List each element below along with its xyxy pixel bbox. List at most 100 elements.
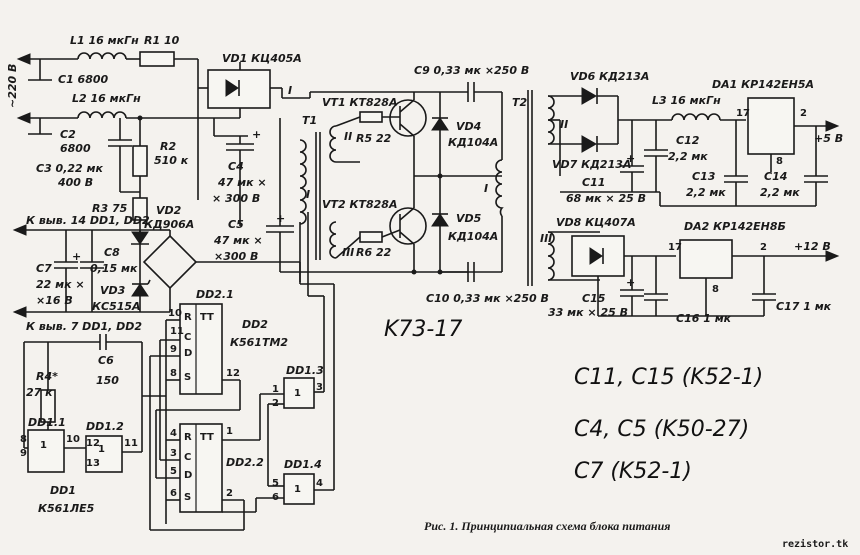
VT2-label: VT2 КТ828А [322, 198, 397, 211]
diode-VD6 [581, 87, 598, 105]
supply-14-arrow [12, 224, 27, 236]
C11-plus: + [626, 152, 635, 165]
DD1-3-pin3: 3 [316, 382, 323, 393]
C1-label: C1 6800 [58, 73, 109, 86]
DD2-1-pin9: 9 [170, 344, 177, 355]
C7-value: 22 мк × [36, 278, 85, 291]
DD2-label: DD2 [242, 318, 268, 331]
C13-label: C13 [692, 170, 716, 183]
VD8-label: VD8 КЦ407А [556, 216, 636, 229]
C10-label: C10 0,33 мк ×250 В [426, 292, 549, 305]
C4-plus: + [252, 128, 261, 141]
C8-value: 0,15 мк [90, 262, 138, 275]
VD1-label: VD1 КЦ405А [222, 52, 302, 65]
DD2-2-pin1: 1 [226, 426, 233, 437]
inductor-L1 [77, 52, 127, 60]
DD1-3-symbol: 1 [294, 388, 301, 399]
watermark: rezistor.tk [782, 538, 848, 550]
DD1-1-label: DD1.1 [28, 416, 66, 429]
C4-voltage: × 300 В [212, 192, 260, 205]
output-12v-label: +12 В [794, 240, 831, 253]
regulator-DA1 [747, 97, 795, 155]
DD2-2-S: S [184, 492, 191, 503]
output-5v-label: +5 В [814, 132, 843, 145]
DD2-1-label: DD2.1 [196, 288, 234, 301]
DD2-1-S: S [184, 372, 191, 383]
C4-value: 47 мк × [217, 176, 267, 189]
gate-DD1-3 [283, 377, 315, 409]
C16-label: C16 1 мк [676, 312, 732, 325]
transformer-T2-primary [495, 159, 504, 217]
VD7-label: VD7 КД213А [552, 158, 631, 171]
gate-DD1-1 [27, 429, 65, 473]
DD2-2-D: D [184, 470, 192, 481]
transformer-T1-winding-III [329, 221, 337, 259]
L3-label: L3 16 мкГн [652, 94, 721, 107]
R1-label: R1 10 [144, 34, 180, 47]
DA2-pin8: 8 [712, 284, 719, 295]
output-5v-arrow [825, 120, 840, 132]
control-section: К выв. 14 DD1, DD2 + C7 22 мк × ×16 В C8… [12, 212, 335, 531]
C7-label: C7 [36, 262, 52, 275]
C14-label: C14 [764, 170, 787, 183]
DD1-1-symbol: 1 [40, 440, 47, 451]
note-c4-c5: C4, C5 (K50-27) [574, 417, 749, 442]
DA2-label: DA2 КР142ЕН8Б [684, 220, 786, 233]
DD1-4-pin5: 5 [272, 478, 279, 489]
DD1-4-pin4: 4 [316, 478, 323, 489]
C3-voltage: 400 В [57, 176, 93, 189]
input-voltage-label: ~220 В [6, 64, 19, 108]
R2-value: 510 к [154, 154, 189, 167]
output-5v-section: II VD6 КД213А VD7 КД213А L3 16 мкГн + C1… [547, 70, 843, 207]
T1-II-label: II [344, 130, 352, 143]
DD2-2-label: DD2.2 [226, 456, 264, 469]
DD2-2-pin3: 3 [170, 448, 177, 459]
VD3-value: КС515А [92, 300, 141, 313]
DD1-3-pin1: 1 [272, 384, 279, 395]
VD6-label: VD6 КД213А [570, 70, 649, 83]
gate-DD1-4 [283, 473, 315, 505]
DD2-1-C: C [184, 332, 191, 343]
C7-plus: + [72, 250, 81, 263]
DD1-1-pin9: 9 [20, 448, 27, 459]
C5-label: C5 [228, 218, 244, 231]
C5-plus: + [276, 212, 285, 225]
resistor-R5 [359, 111, 383, 123]
C13-value: 2,2 мк [686, 186, 726, 199]
T1-I-label: I [306, 188, 310, 201]
C15-plus: + [626, 276, 635, 289]
C11-value: 68 мк × 25 В [566, 192, 646, 205]
note-k73: K73-17 [384, 317, 462, 342]
inductor-L3 [671, 113, 721, 121]
C5-value: 47 мк × [213, 234, 263, 247]
C6-value: 150 [96, 374, 119, 387]
diode-VD7 [581, 135, 598, 153]
DD1-4-label: DD1.4 [284, 458, 322, 471]
input-section: ~220 В L1 16 мкГн R1 10 C1 6800 L2 16 мк… [6, 34, 310, 272]
diode-VD5 [431, 213, 449, 227]
DD2-2-pin4: 4 [170, 428, 177, 439]
C8-label: C8 [104, 246, 120, 259]
T2-I-label: I [484, 182, 488, 195]
regulator-DA2 [679, 239, 733, 279]
C7-voltage: ×16 В [36, 294, 73, 307]
output-12v-section: III VD8 КЦ407А + C15 33 мк × 25 В C16 1 … [540, 216, 840, 325]
DA2-pin17: 17 [668, 242, 682, 253]
DD2-1-D: D [184, 348, 192, 359]
DD1-2-symbol: 1 [98, 444, 105, 455]
R3-label: R3 75 [92, 202, 128, 215]
DD1-1-pin10: 10 [66, 434, 80, 445]
R4-value: 27 к [26, 386, 53, 399]
VD5-value: КД104А [448, 230, 498, 243]
DA1-pin2: 2 [800, 108, 807, 119]
DD2-2-pin2: 2 [226, 488, 233, 499]
C15-label: C15 [582, 292, 606, 305]
VT1-label: VT1 КТ828А [322, 96, 397, 109]
R2-label: R2 [160, 140, 176, 153]
annotations: K73-17 C11, C15 (K52-1) C4, C5 (K50-27) … [384, 317, 848, 550]
C14-value: 2,2 мк [760, 186, 800, 199]
DD2-2-pin5: 5 [170, 466, 177, 477]
zener-VD3 [131, 283, 149, 297]
VD2-value: КД906А [144, 218, 194, 231]
